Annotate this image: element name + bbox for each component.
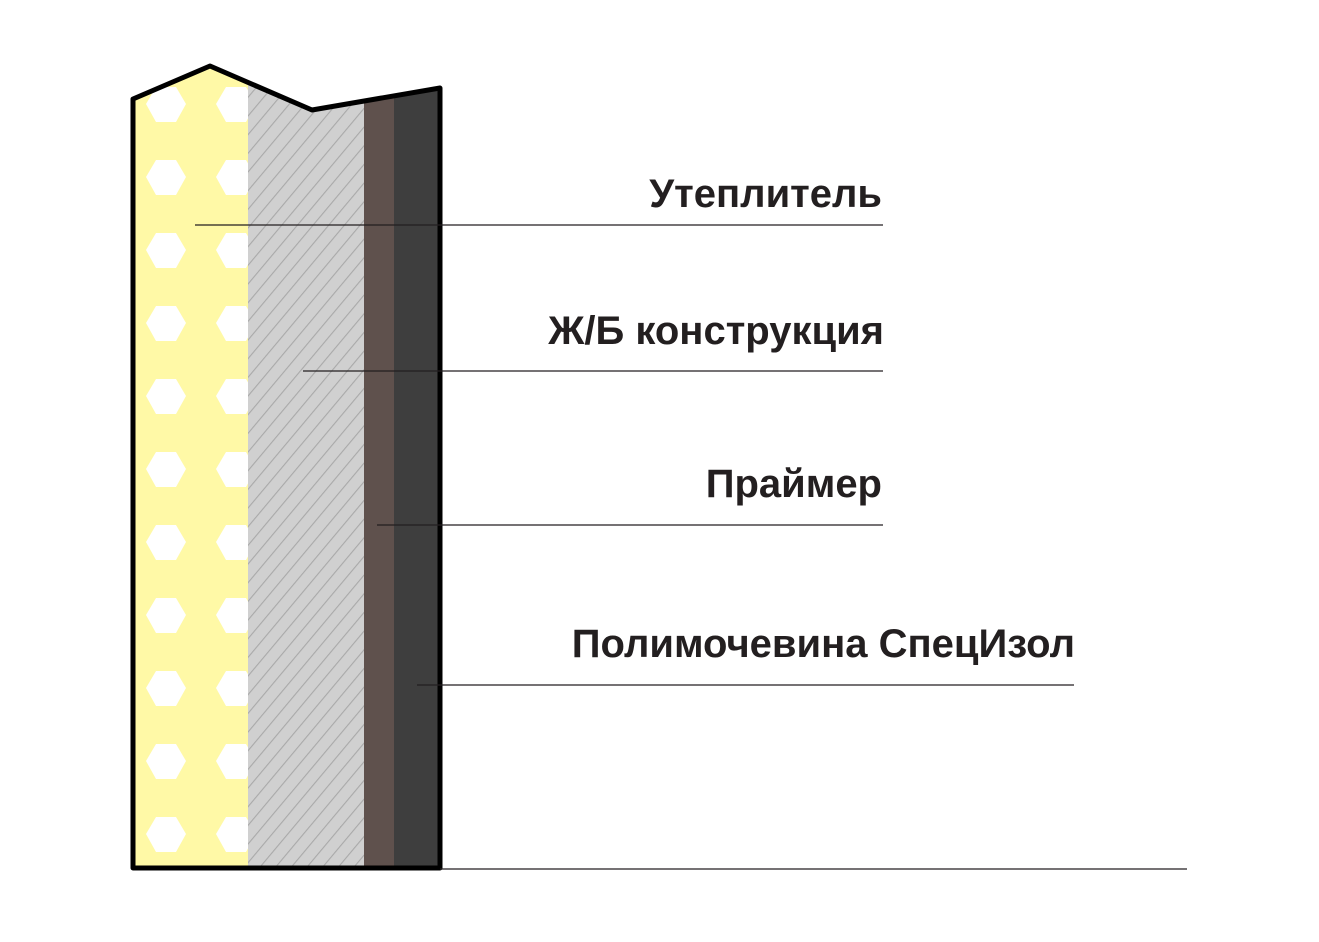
polyurea-layer	[394, 66, 440, 868]
concrete-layer	[248, 66, 364, 868]
wall-outline	[130, 63, 443, 871]
insulation-layer	[133, 66, 248, 868]
wall-section	[133, 66, 440, 868]
insulation-label: Утеплитель	[649, 172, 882, 216]
polyurea-label: Полимочевина СпецИзол	[572, 622, 1075, 666]
concrete-label: Ж/Б конструкция	[547, 309, 884, 353]
primer-label: Праймер	[706, 462, 882, 506]
primer-layer	[364, 66, 394, 868]
